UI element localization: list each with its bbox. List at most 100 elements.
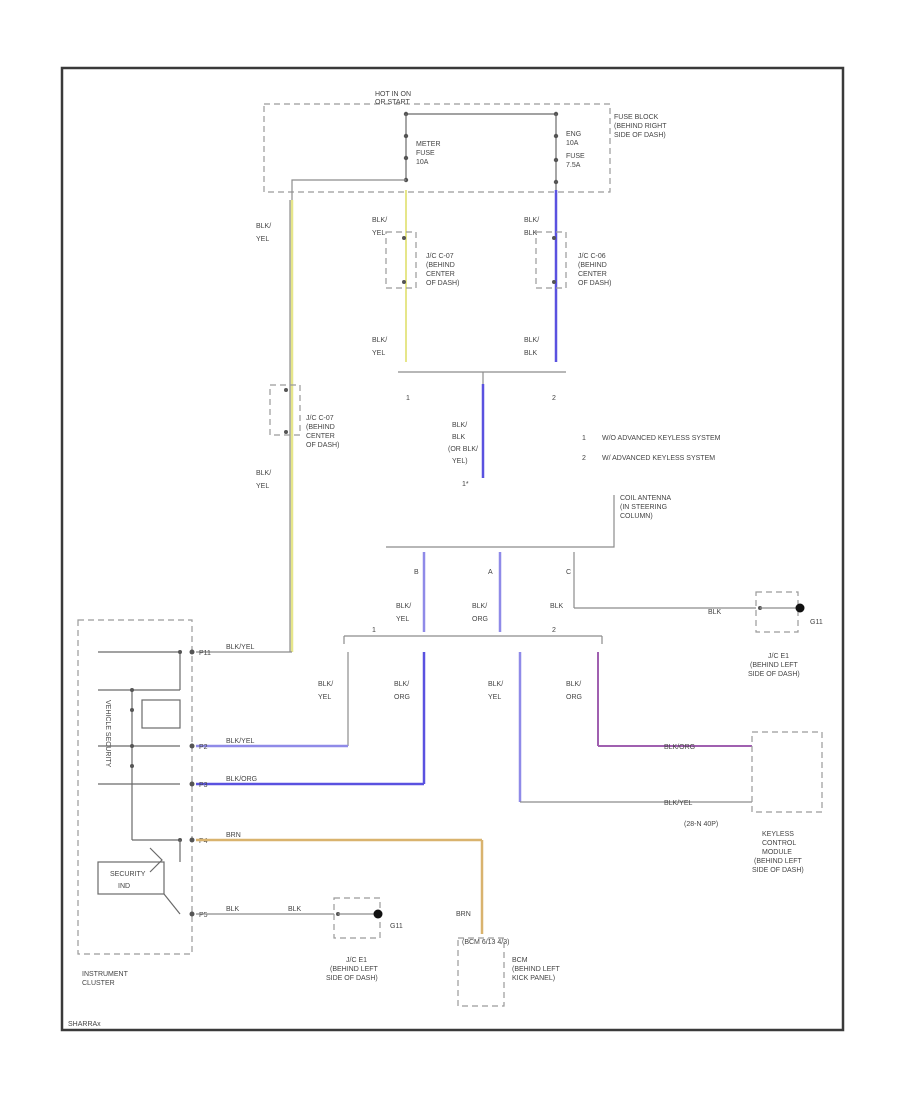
keyless-conn-label: (28-N 40P) — [684, 821, 718, 828]
fuse-block-label: FUSE BLOCK — [614, 114, 659, 121]
eng-fuse-label: 10A — [566, 140, 579, 147]
jc-c07-left-box — [269, 384, 301, 436]
note-number: 1 — [582, 435, 586, 442]
cluster-pin — [189, 649, 195, 655]
fuse-block-hot-sub: OR START — [375, 99, 410, 106]
jc-c07-mid-label: J/C C-07 — [426, 253, 454, 260]
instrument-cluster-label: INSTRUMENT — [82, 971, 129, 978]
instrument-cluster-box — [77, 619, 193, 955]
jc-c06-box — [535, 231, 567, 289]
bcm-label: (BEHIND LEFT — [512, 966, 561, 973]
wire-label: BLK — [524, 230, 538, 237]
cluster-node — [130, 688, 134, 692]
eng-fuse-label: ENG — [566, 131, 581, 138]
jc-c07-left-terminal — [284, 430, 288, 434]
coil-pin-label: C — [566, 569, 571, 576]
jc-c06-label: CENTER — [578, 271, 607, 278]
wire-label: ORG — [394, 694, 410, 701]
jc-c07-left-label: (BEHIND — [306, 424, 335, 431]
middle-branches: BLK/ YEL BLK/ BLK J/C C-07 (BEHIND CENTE… — [372, 190, 611, 488]
keyless-module-label: CONTROL — [762, 840, 796, 847]
wire-label: BLK/ — [524, 217, 539, 224]
wire-label: YEL — [256, 236, 269, 243]
bcm-box — [457, 937, 505, 1007]
cluster-pin-label: P2 — [199, 744, 208, 751]
cluster-ic-block — [141, 699, 181, 729]
branch-number: 1* — [462, 481, 469, 488]
security-ind-label: SECURITY — [110, 871, 146, 878]
cluster-wire-tag: BLK/ORG — [226, 776, 257, 783]
footer-code: SHARRAx — [68, 1021, 101, 1028]
wire-label: BLK — [550, 603, 564, 610]
coil-antenna-outline — [386, 495, 615, 548]
wire-label: YEL — [372, 230, 385, 237]
jc-c07-left-label: J/C C-07 — [306, 415, 334, 422]
wire-label: YEL — [488, 694, 501, 701]
cluster-node — [130, 744, 134, 748]
fuse-block: HOT IN ON OR START FUSE BLOCK (BEHIND RI… — [263, 91, 667, 193]
meter-fuse-label: METER — [416, 141, 441, 148]
wire-label: BLK/ — [318, 681, 333, 688]
cluster-pin-label: P11 — [199, 650, 211, 657]
wire-label: BLK/ — [566, 681, 581, 688]
jc-c07-mid-box — [385, 231, 417, 289]
eng-fuse-label: FUSE — [566, 153, 585, 160]
coil-antenna-label: COIL ANTENNA — [620, 495, 671, 502]
cluster-wire-tag: BLK/YEL — [226, 644, 255, 651]
eng-fuse-terminal — [553, 133, 559, 139]
ground-label: G11 — [810, 619, 823, 626]
cluster-pin — [189, 781, 195, 787]
bcm-conn-label: (BCM 6/13 4/3) — [462, 939, 509, 946]
cluster-internal-wire — [163, 893, 181, 915]
coil-pin-label: B — [414, 569, 419, 576]
cluster-pin — [189, 837, 195, 843]
jc-c07-mid-terminal — [402, 236, 406, 240]
jc-e1-bottom-label: (BEHIND LEFT — [330, 966, 379, 973]
wire-label: BLK/ — [396, 603, 411, 610]
jc-e1-right-box — [755, 591, 799, 633]
eng-fuse-terminal — [553, 157, 559, 163]
jc-c07-left-label: CENTER — [306, 433, 335, 440]
keyless-module-label: MODULE — [762, 849, 792, 856]
wire-label: (OR BLK/ — [448, 446, 478, 453]
keyless-module-label: KEYLESS — [762, 831, 794, 838]
lower-branch-wires: BLK/ YEL BLK/ ORG BLK/ YEL BLK/ ORG — [196, 652, 752, 803]
notes: 1 W/O ADVANCED KEYLESS SYSTEM 2 W/ ADVAN… — [582, 435, 721, 462]
diagram-frame — [60, 66, 845, 1032]
coil-antenna-label: COLUMN) — [620, 513, 653, 520]
instrument-cluster: INSTRUMENT CLUSTER VEHICLE SECURITY SECU… — [77, 619, 484, 987]
wire-label: BLK/ — [472, 603, 487, 610]
wire-label: BLK — [288, 906, 302, 913]
keyless-wire-tag: BLK/ORG — [664, 744, 695, 751]
jc-c07-mid-label: (BEHIND — [426, 262, 455, 269]
wire-label: YEL — [396, 616, 409, 623]
wire-label: BLK/ — [452, 422, 467, 429]
cluster-pin-label: P3 — [199, 782, 208, 789]
jc-c07-mid-label: OF DASH) — [426, 280, 459, 287]
cluster-node — [130, 708, 134, 712]
meter-fuse-terminal — [403, 155, 409, 161]
bcm: (BCM 6/13 4/3) BCM (BEHIND LEFT KICK PAN… — [457, 937, 561, 1007]
wire-label: ORG — [566, 694, 582, 701]
note-text: W/O ADVANCED KEYLESS SYSTEM — [602, 435, 721, 442]
jc-e1-right-label: J/C E1 — [768, 653, 789, 660]
jc-e1-right-label: (BEHIND LEFT — [750, 662, 799, 669]
note-number: 2 — [582, 455, 586, 462]
branch-number: 1 — [372, 627, 376, 634]
keyless-wire-tag: BLK/YEL — [664, 800, 693, 807]
wire-label: YEL — [256, 483, 269, 490]
eng-fuse-terminal — [553, 179, 559, 185]
cluster-pin — [189, 743, 195, 749]
wire-label: BLK — [452, 434, 466, 441]
wire-label: BLK/ — [394, 681, 409, 688]
jc-c06-terminal — [552, 280, 556, 284]
coil-antenna: COIL ANTENNA (IN STEERING COLUMN) B A C … — [343, 495, 823, 678]
cluster-wire-tag: BLK/YEL — [226, 738, 255, 745]
branch-number: 1 — [406, 395, 410, 402]
wire-label: BLK/ — [524, 337, 539, 344]
cluster-wire-tag: BLK — [226, 906, 240, 913]
feed-wire-grey — [291, 179, 406, 200]
cluster-wire-tag: BRN — [226, 832, 241, 839]
jc-e1-bottom-label: J/C E1 — [346, 957, 367, 964]
